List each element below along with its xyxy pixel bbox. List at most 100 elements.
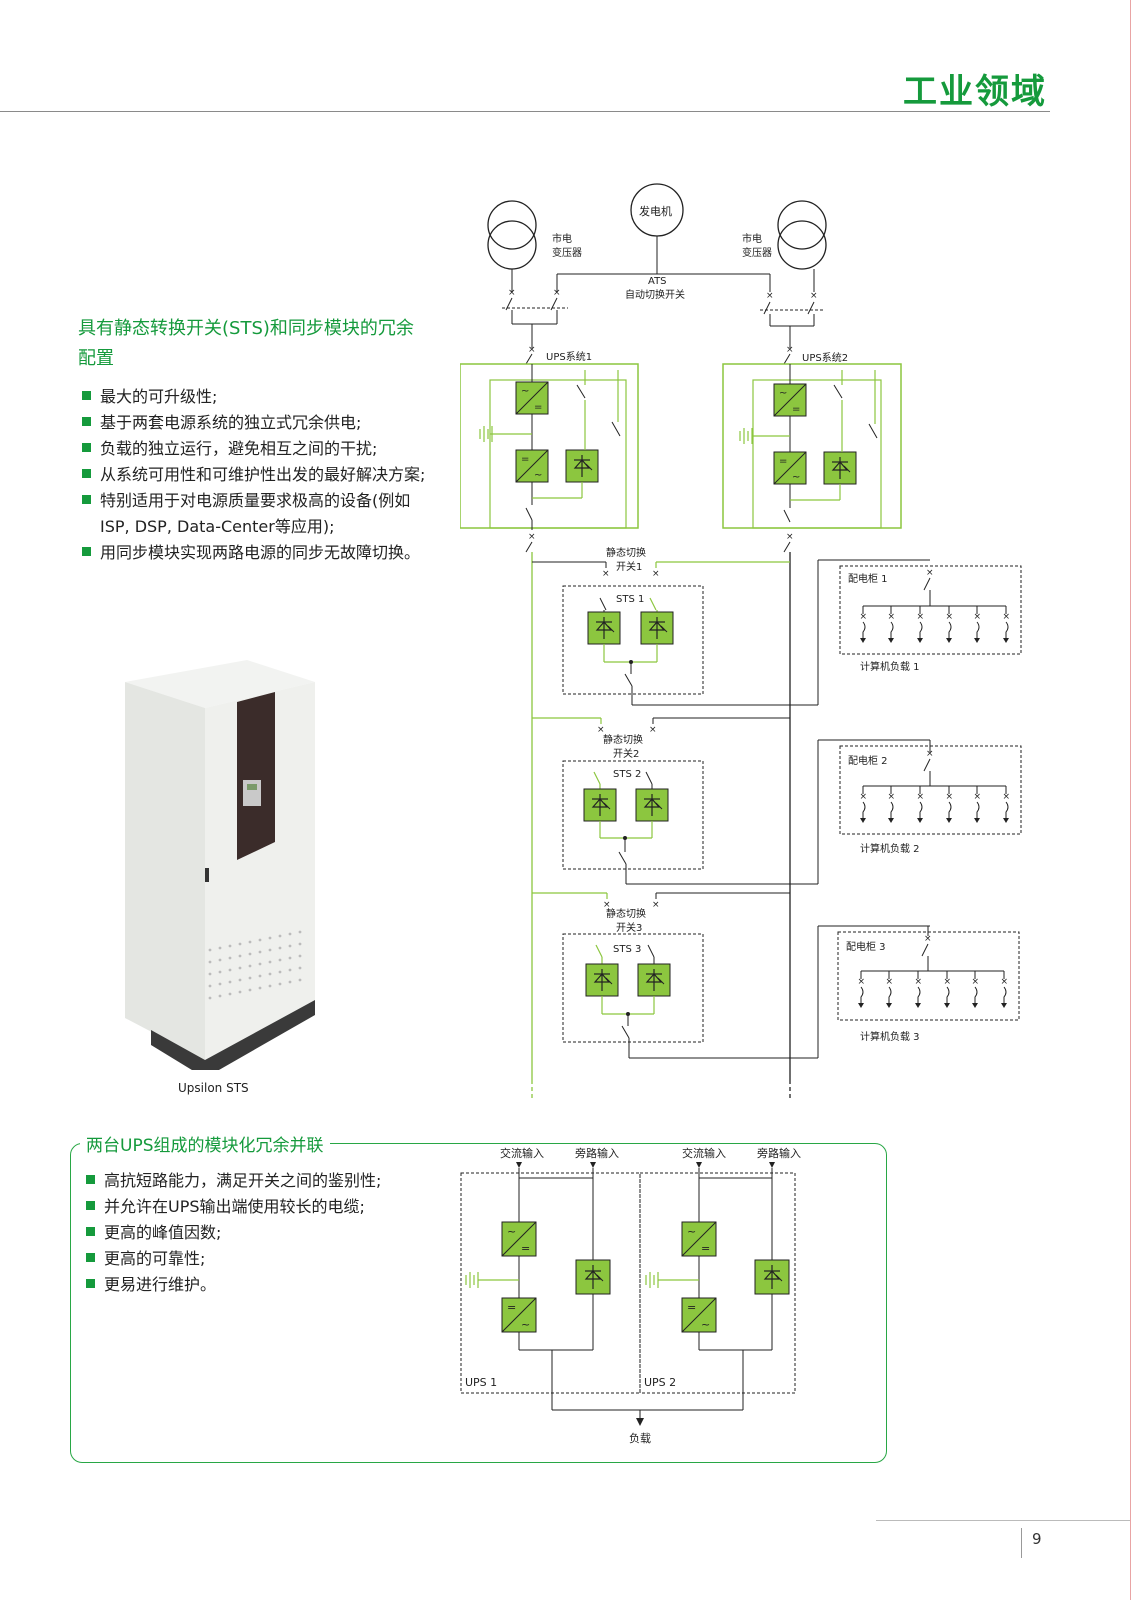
svg-text:×: × (603, 900, 611, 910)
sts-switch2-label-1: 静态切换 (603, 733, 643, 746)
ups1-box (460, 363, 639, 529)
static-switch-icon (823, 451, 857, 485)
svg-text:×: × (602, 569, 610, 579)
list-item: 用同步模块实现两路电源的同步无故障切换。 (80, 540, 430, 566)
svg-text:×: × (597, 725, 605, 735)
list-item: 最大的可升级性; (80, 384, 430, 410)
ups1-ac-input-label: 交流输入 (500, 1146, 544, 1160)
svg-text:×: × (652, 569, 660, 579)
section2-box (70, 1143, 887, 1463)
sts-thyristor-icon (583, 788, 617, 822)
svg-text:×: × (508, 288, 516, 298)
rectifier-icon (681, 1221, 717, 1257)
bullet-square-icon (86, 1279, 95, 1288)
bullet-square-icon (82, 391, 91, 400)
ups2-label: UPS系统2 (802, 351, 848, 364)
svg-text:×: × (786, 345, 794, 355)
svg-text:×: × (786, 532, 794, 542)
rectifier-icon (515, 381, 549, 415)
sts-redundancy-diagram: ~= =~ × 市电 变压器 市电 变压器 发电机 ATS 自动切换开关 ×× … (460, 183, 1022, 1100)
sts3-box (562, 933, 704, 1043)
sts2-label: STS 2 (613, 769, 641, 780)
inverter-icon (515, 449, 549, 483)
bullet-square-icon (86, 1175, 95, 1184)
page-title: 工业领域 (903, 72, 1047, 112)
sts-switch1-label-2: 开关1 (616, 560, 642, 573)
section1-bullet-list: 最大的可升级性; 基于两套电源系统的独立式冗余供电; 负载的独立运行，避免相互之… (80, 384, 430, 566)
inverter-icon (773, 451, 807, 485)
parallel-ups-diagram: ~= =~ 交流输入 旁路输入 交流输入 旁路输入 UPS 1 UPS 2 负载 (460, 1146, 801, 1445)
transformer-left-label-1: 市电 (552, 232, 572, 245)
sts-thyristor-icon (585, 963, 619, 997)
list-item: 负载的独立运行，避免相互之间的干扰; (80, 436, 430, 462)
battery-icon (645, 1271, 659, 1289)
sts1-box (562, 585, 704, 695)
section1-heading: 具有静态转换开关(STS)和同步模块的冗余配置 (78, 318, 414, 369)
svg-text:×: × (528, 345, 536, 355)
sts1-label: STS 1 (616, 594, 644, 605)
ups2-box (722, 363, 902, 529)
svg-text:×: × (528, 532, 536, 542)
ups1-box (460, 1172, 641, 1394)
static-switch-icon (565, 449, 599, 483)
ups1-label: UPS 1 (465, 1376, 497, 1389)
section2-title: 两台UPS组成的模块化冗余并联 (80, 1131, 330, 1156)
cabinet1-label: 配电柜 1 (848, 572, 888, 585)
load2-label: 计算机负载 2 (860, 842, 920, 855)
bullet-square-icon (82, 469, 91, 478)
page-number: 9 (1032, 1530, 1042, 1548)
list-item: 从系统可用性和可维护性出发的最好解决方案; (80, 462, 430, 488)
ups2-bypass-input-label: 旁路输入 (757, 1146, 801, 1160)
load1-label: 计算机负载 1 (860, 660, 920, 673)
transformer-left-label-2: 变压器 (552, 246, 582, 259)
battery-icon (739, 427, 753, 445)
photo-caption: Upsilon STS (178, 1081, 249, 1095)
sts-thyristor-icon (640, 611, 674, 645)
svg-text:×: × (926, 749, 934, 759)
ups1-bypass-input-label: 旁路输入 (575, 1146, 619, 1160)
page-number-separator (1021, 1528, 1022, 1558)
bullet-square-icon (82, 495, 91, 504)
cabinet3-label: 配电柜 3 (846, 940, 886, 953)
svg-text:×: × (926, 568, 934, 578)
bullet-square-icon (86, 1227, 95, 1236)
svg-text:×: × (924, 934, 932, 944)
sts-switch3-label-2: 开关3 (616, 921, 642, 934)
sts-thyristor-icon (637, 963, 671, 997)
transformer-right-label-2: 变压器 (742, 246, 772, 259)
list-item: 更易进行维护。 (84, 1272, 464, 1298)
cabinet1-box (839, 565, 1022, 655)
load-label: 负载 (629, 1431, 651, 1445)
cabinet2-label: 配电柜 2 (848, 754, 888, 767)
bullet-square-icon (82, 417, 91, 426)
bullet-square-icon (86, 1253, 95, 1262)
rectifier-icon (773, 383, 807, 417)
svg-text:×: × (652, 900, 660, 910)
battery-icon (465, 1271, 479, 1289)
rectifier-icon (501, 1221, 537, 1257)
ups1-label: UPS系统1 (546, 350, 592, 363)
sts-thyristor-icon (635, 788, 669, 822)
ups2-label: UPS 2 (644, 1376, 676, 1389)
list-item: 更高的峰值因数; (84, 1220, 464, 1246)
ats-label-1: ATS (648, 276, 667, 287)
sts-switch1-label-1: 静态切换 (606, 546, 646, 559)
bullet-square-icon (86, 1201, 95, 1210)
ups-cabinet-photo (125, 660, 315, 1070)
sts-thyristor-icon (587, 611, 621, 645)
bullet-square-icon (82, 547, 91, 556)
sts3-label: STS 3 (613, 944, 641, 955)
list-item: 高抗短路能力，满足开关之间的鉴别性; (84, 1168, 464, 1194)
section2-bullet-list: 高抗短路能力，满足开关之间的鉴别性; 并允许在UPS输出端使用较长的电缆; 更高… (84, 1168, 464, 1298)
list-item: 并允许在UPS输出端使用较长的电缆; (84, 1194, 464, 1220)
load3-label: 计算机负载 3 (860, 1030, 920, 1043)
static-switch-icon (575, 1259, 611, 1295)
inverter-icon (681, 1297, 717, 1333)
svg-text:×: × (649, 725, 657, 735)
transformer-left-icon (487, 200, 537, 270)
vent-holes (208, 930, 302, 1000)
svg-text:×: × (766, 291, 774, 301)
load-arrow-icon (636, 1418, 644, 1426)
svg-text:×: × (810, 291, 818, 301)
ups2-ac-input-label: 交流输入 (682, 1146, 726, 1160)
